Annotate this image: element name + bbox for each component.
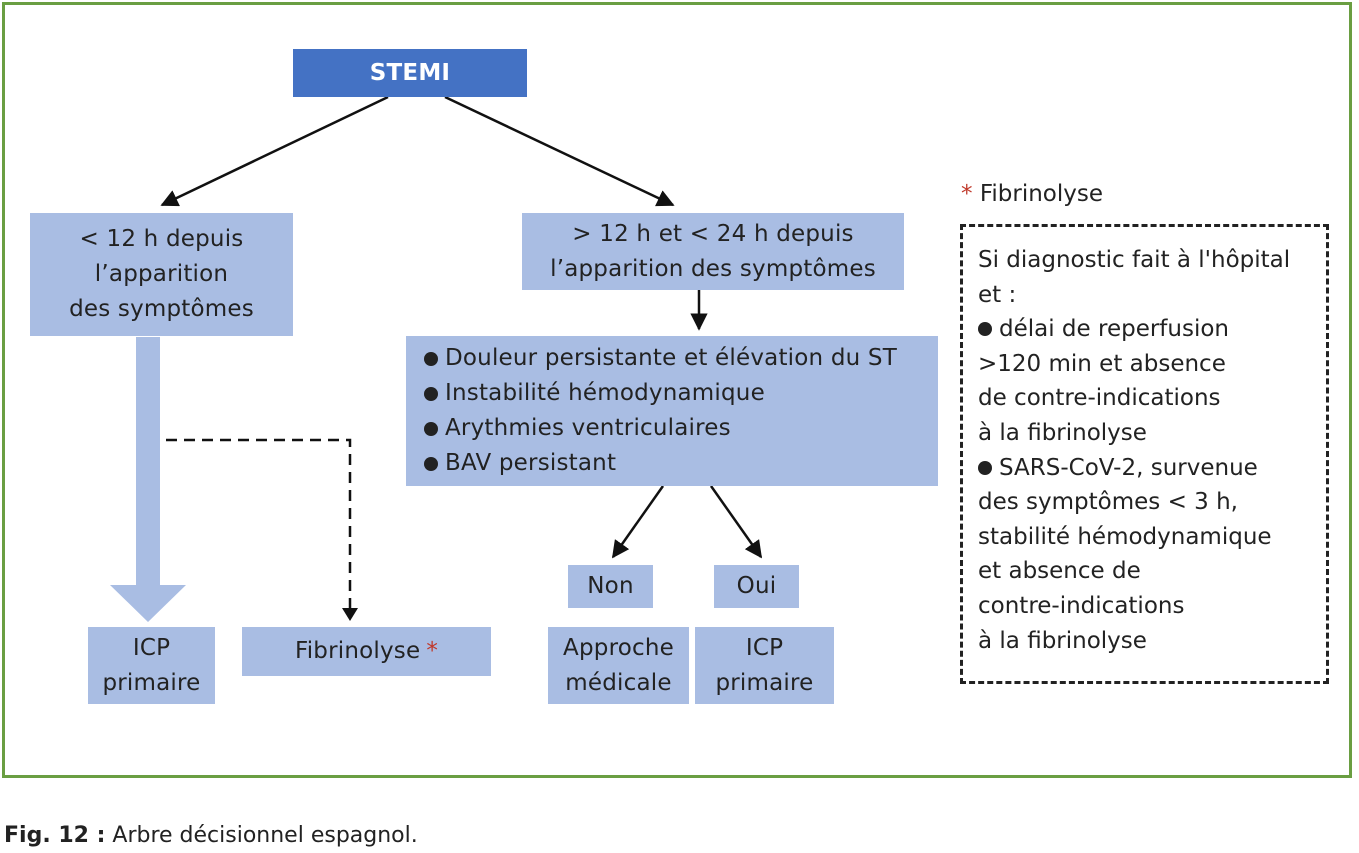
- note-line-text: >120 min et absence: [978, 350, 1226, 377]
- note-line-text: et :: [978, 281, 1017, 308]
- node-oui: Oui: [714, 565, 799, 608]
- caption-label: Fig. 12 :: [4, 823, 106, 848]
- note-line-text: délai de reperfusion: [999, 316, 1229, 343]
- node-fibrinolyse: Fibrinolyse *: [242, 627, 491, 676]
- node-fibrinolyse-label: Fibrinolyse: [294, 638, 421, 664]
- bullet-icon: [978, 322, 992, 337]
- note-line: et absence de: [978, 554, 1326, 589]
- bullet-icon: [424, 351, 438, 366]
- criteria-text: BAV persistant: [445, 450, 617, 476]
- note-line-text: SARS-CoV-2, survenue: [999, 454, 1258, 481]
- node-stemi-label: STEMI: [369, 59, 451, 86]
- node-non: Non: [568, 565, 653, 608]
- node-icp-line: ICP: [745, 634, 784, 661]
- note-line: Si diagnostic fait à l'hôpital: [978, 243, 1326, 278]
- criteria-item: BAV persistant: [424, 446, 616, 481]
- node-approche-line: Approche: [563, 634, 674, 661]
- node-criteria: Douleur persistante et élévation du ST I…: [406, 336, 938, 486]
- criteria-item: Douleur persistante et élévation du ST: [424, 341, 897, 376]
- node-icp-primaire-right: ICP primaire: [695, 627, 834, 704]
- note-line: SARS-CoV-2, survenue: [978, 451, 1326, 486]
- note-title: * Fibrinolyse: [961, 177, 1103, 212]
- node-lt12-line: des symptômes: [69, 296, 254, 322]
- note-line: délai de reperfusion: [978, 312, 1326, 347]
- note-line: de contre-indications: [978, 381, 1326, 416]
- node-oui-label: Oui: [736, 573, 777, 599]
- note-line-text: contre-indications: [978, 592, 1185, 619]
- node-icp-line: primaire: [102, 669, 201, 696]
- note-line: >120 min et absence: [978, 347, 1326, 382]
- asterisk-marker: *: [961, 181, 973, 207]
- note-line-text: stabilité hémodynamique: [978, 523, 1272, 550]
- note-line: à la fibrinolyse: [978, 624, 1326, 659]
- criteria-text: Arythmies ventriculaires: [445, 415, 731, 441]
- caption-text: Arbre décisionnel espagnol.: [105, 823, 418, 848]
- note-line-text: de contre-indications: [978, 385, 1221, 412]
- note-line: et :: [978, 278, 1326, 313]
- node-gt12-line: l’apparition des symptômes: [550, 255, 876, 282]
- criteria-text: Instabilité hémodynamique: [445, 380, 765, 406]
- node-gt12: > 12 h et < 24 h depuis l’apparition des…: [522, 213, 904, 290]
- figure-caption: Fig. 12 : Arbre décisionnel espagnol.: [4, 820, 418, 852]
- node-icp-line: ICP: [132, 634, 171, 661]
- bullet-icon: [424, 386, 438, 401]
- node-approche-medicale: Approche médicale: [548, 627, 689, 704]
- note-line-text: et absence de: [978, 558, 1141, 585]
- bullet-icon: [978, 460, 992, 475]
- bullet-icon: [424, 456, 438, 471]
- node-icp-line: primaire: [715, 669, 814, 696]
- note-title-text: Fibrinolyse: [979, 181, 1103, 207]
- node-approche-line: médicale: [565, 669, 672, 696]
- node-non-label: Non: [587, 573, 634, 599]
- node-lt12-line: l’apparition: [94, 261, 229, 287]
- node-lt12-line: < 12 h depuis: [79, 226, 244, 252]
- note-line: à la fibrinolyse: [978, 416, 1326, 451]
- note-line-text: Si diagnostic fait à l'hôpital: [978, 247, 1291, 273]
- figure-frame: [2, 2, 1352, 778]
- note-line: stabilité hémodynamique: [978, 520, 1326, 555]
- node-stemi: STEMI: [293, 49, 527, 97]
- node-gt12-line: > 12 h et < 24 h depuis: [572, 220, 854, 247]
- note-line-text: à la fibrinolyse: [978, 419, 1147, 446]
- note-line: contre-indications: [978, 589, 1326, 624]
- bullet-icon: [424, 421, 438, 436]
- note-line: des symptômes < 3 h,: [978, 485, 1326, 520]
- criteria-item: Arythmies ventriculaires: [424, 411, 731, 446]
- asterisk-marker: *: [426, 638, 439, 664]
- node-icp-primaire-left: ICP primaire: [88, 627, 215, 704]
- criteria-item: Instabilité hémodynamique: [424, 376, 765, 411]
- node-lt12: < 12 h depuis l’apparition des symptômes: [30, 213, 293, 336]
- note-line-text: à la fibrinolyse: [978, 627, 1147, 654]
- note-line-text: des symptômes < 3 h,: [978, 489, 1238, 516]
- fibrinolyse-note-box: Si diagnostic fait à l'hôpital et : délai …: [960, 224, 1329, 684]
- criteria-text: Douleur persistante et élévation du ST: [445, 345, 897, 371]
